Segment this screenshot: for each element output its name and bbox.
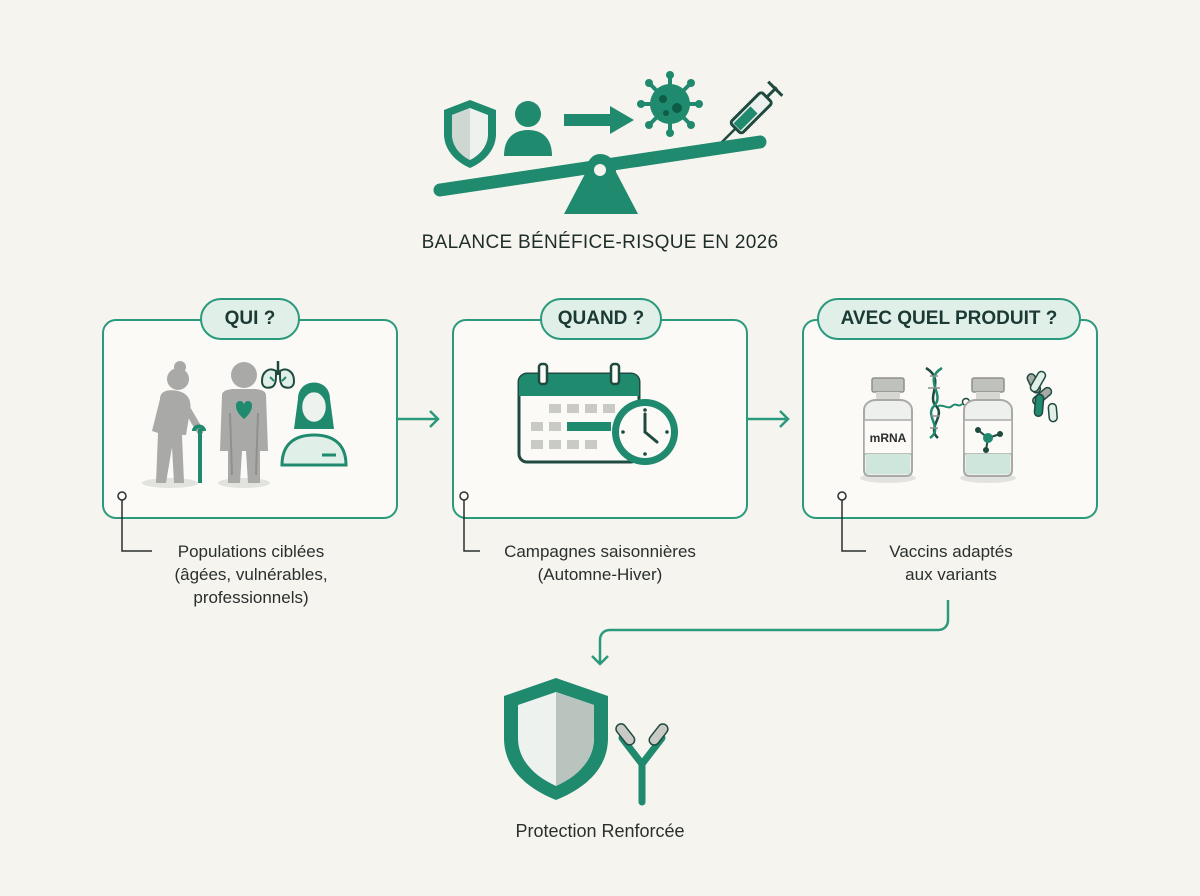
antibody-icon xyxy=(615,723,669,806)
timing-illustration xyxy=(517,362,678,465)
mrna-vial-label: mRNA xyxy=(870,431,907,445)
caption-qui: Populations ciblées (âgées, vulnérables,… xyxy=(174,542,328,607)
arrow-card2-to-card3 xyxy=(748,410,790,428)
shield-icon xyxy=(444,100,496,168)
healthcare-worker-icon xyxy=(280,382,348,467)
balance-illustration xyxy=(433,71,784,214)
balance-scale-icon xyxy=(433,135,767,214)
caption-quand: Campagnes saisonnières (Automne-Hiver) xyxy=(504,542,696,584)
dna-icon xyxy=(925,366,971,440)
step-label-produit: AVEC QUEL PRODUIT ? xyxy=(817,298,1081,340)
protein-vial-icon xyxy=(963,377,1013,477)
caption-produit: Vaccins adaptés aux variants xyxy=(889,542,1013,584)
antibody-cluster-icon xyxy=(1026,370,1058,423)
step-label-qui: QUI ? xyxy=(200,298,300,340)
arrow-to-result xyxy=(591,600,950,666)
shield-icon xyxy=(504,678,608,800)
virus-icon xyxy=(637,71,703,137)
arrow-right-icon xyxy=(564,106,634,134)
diagram-title: BALANCE BÉNÉFICE-RISQUE EN 2026 xyxy=(421,232,779,253)
step-label-quand: QUAND ? xyxy=(540,298,662,340)
clock-icon xyxy=(612,399,678,465)
product-illustration: mRNA xyxy=(860,366,1058,483)
population-illustration xyxy=(142,361,348,488)
result-label: Protection Renforcée xyxy=(515,821,685,841)
syringe-icon xyxy=(714,80,784,150)
mrna-vial-icon: mRNA xyxy=(863,377,913,477)
arrow-card1-to-card2 xyxy=(398,410,440,428)
result-illustration xyxy=(504,678,669,806)
lungs-icon xyxy=(260,361,296,389)
elderly-person-icon xyxy=(152,361,206,483)
patient-heart-icon xyxy=(220,362,268,483)
calendar-icon xyxy=(517,362,641,464)
person-icon xyxy=(504,101,552,156)
